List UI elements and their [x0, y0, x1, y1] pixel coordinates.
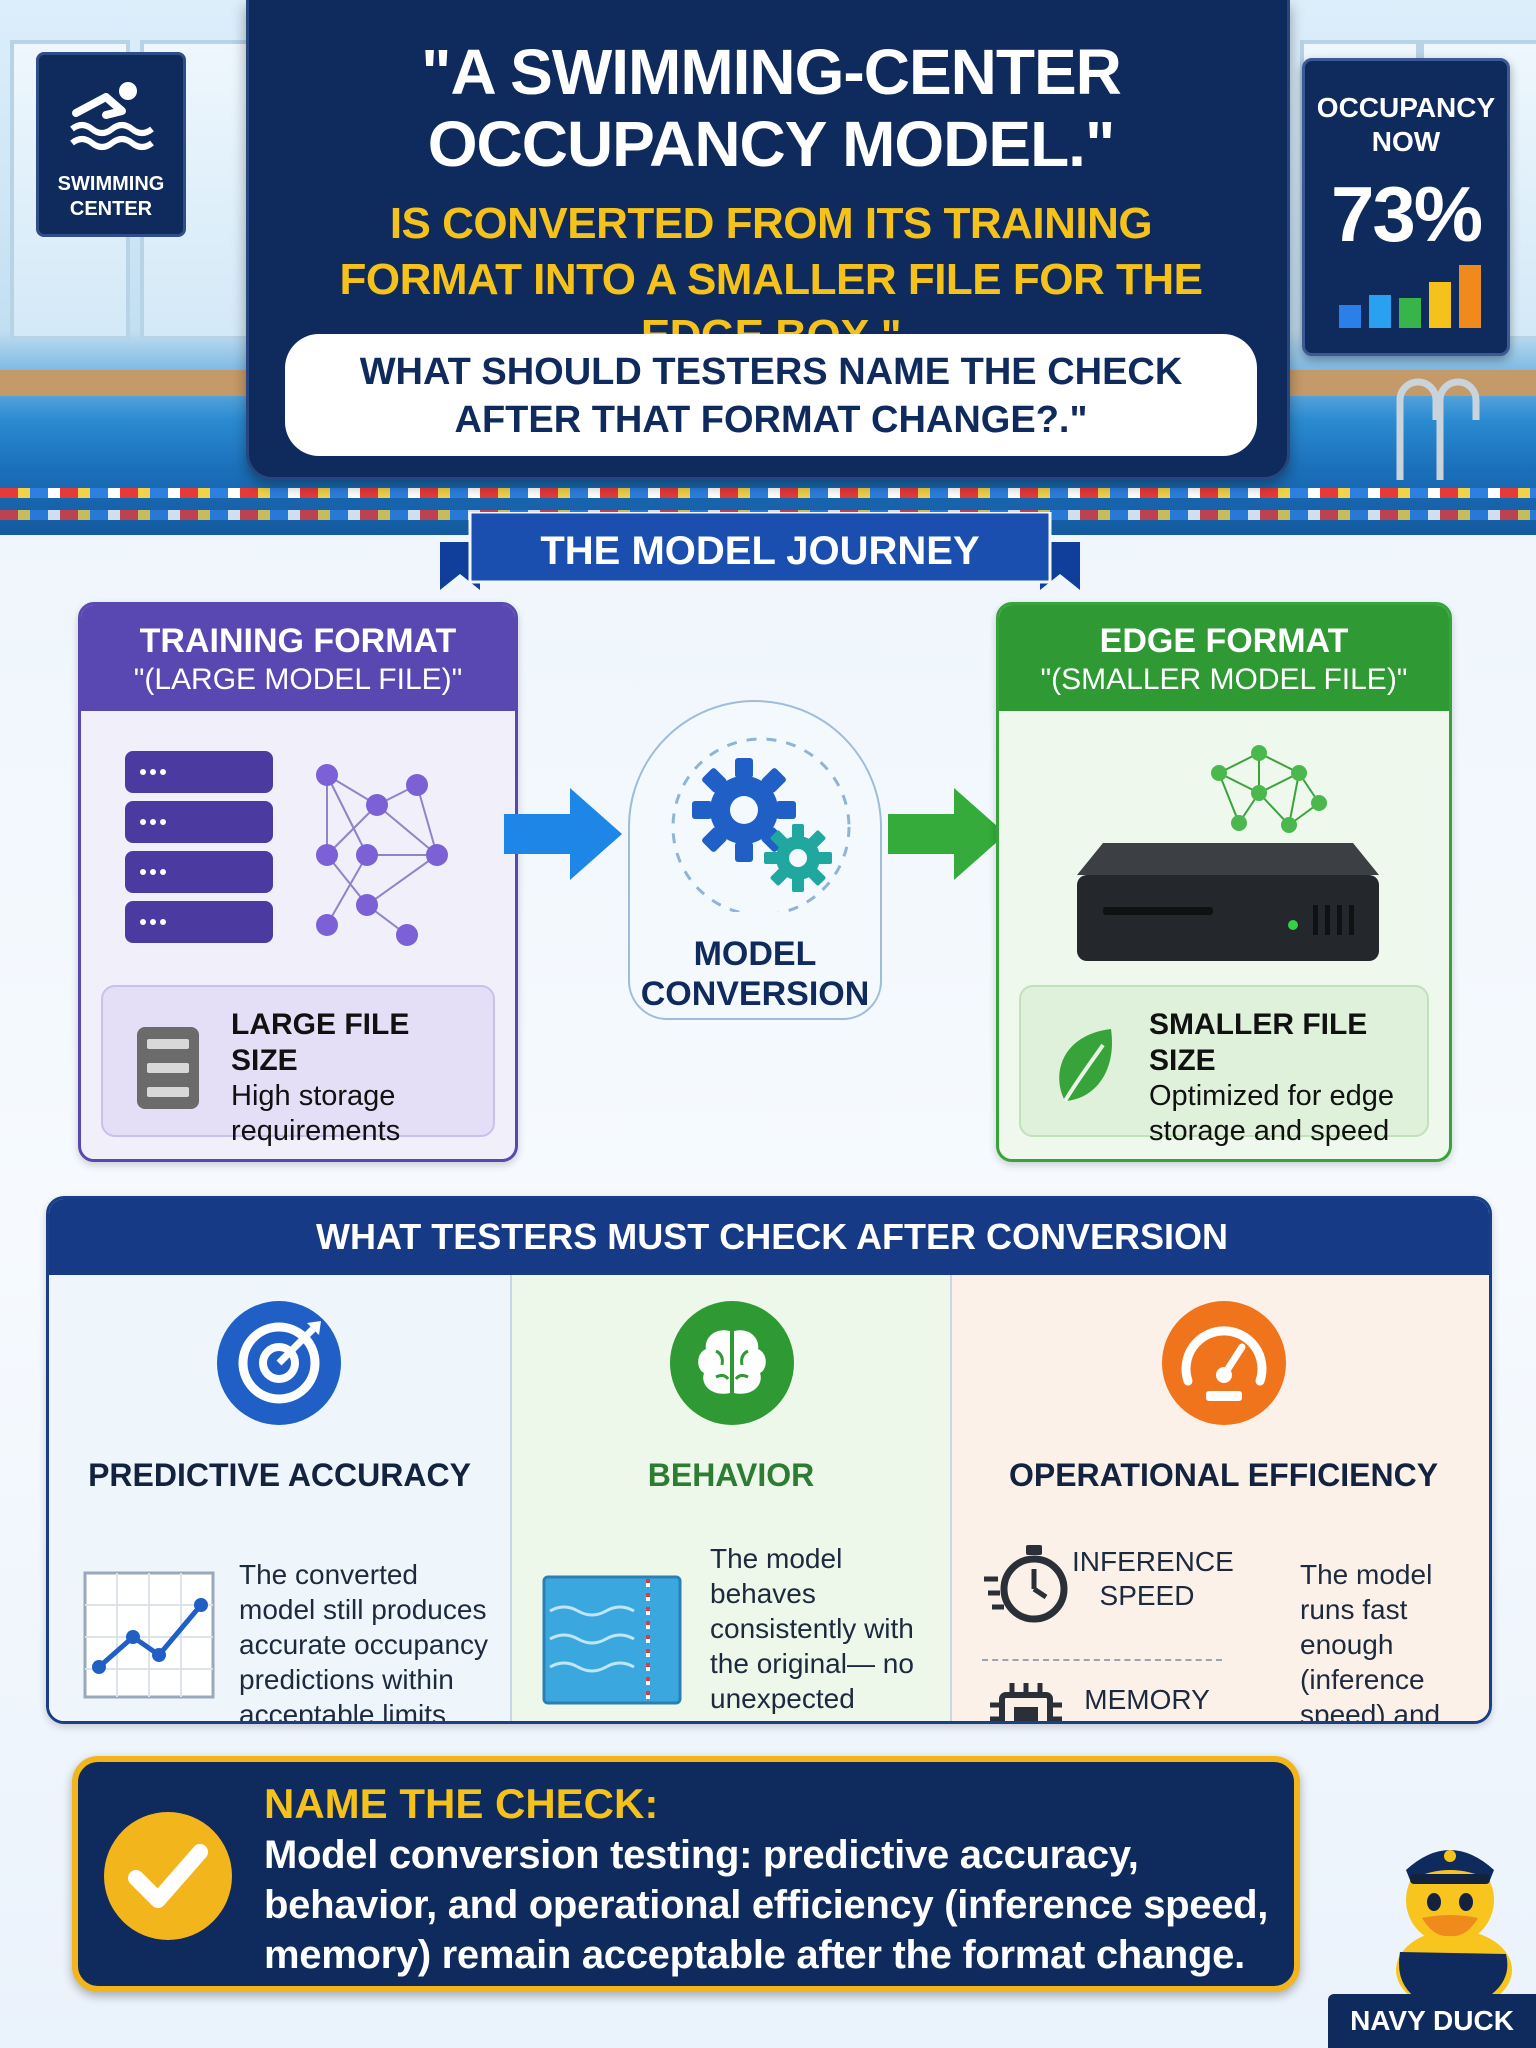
occupancy-bar — [1339, 305, 1361, 328]
badge-label: SWIMMING CENTER — [57, 173, 165, 220]
card-title: TRAINING FORMAT — [139, 622, 457, 660]
pool-water-icon — [542, 1575, 682, 1705]
checks-section: WHAT TESTERS MUST CHECK AFTER CONVERSION… — [46, 1196, 1492, 1724]
edge-box-device-icon — [1077, 843, 1379, 961]
smaller-file-size-box: SMALLER FILE SIZE Optimized for edge sto… — [1019, 985, 1429, 1147]
operational-efficiency-column: OPERATIONAL EFFICIENCY INFERENCE SPEED M… — [950, 1275, 1489, 1724]
column-title: PREDICTIVE ACCURACY — [88, 1457, 471, 1493]
page-title: "A SWIMMING-CENTER OCCUPANCY MODEL." — [421, 36, 1122, 180]
answer-title: NAME THE CHECK: — [264, 1780, 659, 1827]
mascot-label: NAVY DUCK — [1328, 1994, 1536, 2048]
card-subtitle: "(SMALLER MODEL FILE)" — [1040, 663, 1408, 696]
info-text: Optimized for edge storage and speed — [1149, 1080, 1395, 1147]
card-header: TRAINING FORMAT "(LARGE MODEL FILE)" — [81, 605, 515, 711]
occupancy-label: OCCUPANCY NOW — [1316, 92, 1496, 157]
training-format-card: TRAINING FORMAT "(LARGE MODEL FILE)" — [78, 602, 518, 1162]
section-ribbon — [440, 512, 1080, 590]
occupancy-bar — [1369, 295, 1391, 328]
swimming-center-badge: SWIMMING CENTER — [36, 52, 186, 237]
memory-usage-label: MEMORY USAGE — [1084, 1684, 1210, 1721]
column-text: The model behaves consistently with the … — [710, 1543, 945, 1721]
speedometer-icon — [1162, 1301, 1286, 1425]
info-title: LARGE FILE SIZE — [231, 1008, 410, 1077]
column-title: OPERATIONAL EFFICIENCY — [1008, 1457, 1439, 1493]
stopwatch-icon — [984, 1545, 1068, 1623]
leaf-icon — [1059, 1029, 1112, 1103]
question-box: WHAT SHOULD TESTERS NAME THE CHECK AFTER… — [285, 334, 1257, 456]
divider — [982, 1659, 1222, 1661]
occupancy-badge: OCCUPANCY NOW 73% — [1302, 58, 1510, 356]
column-title: BEHAVIOR — [647, 1457, 815, 1493]
occupancy-bar — [1459, 265, 1481, 328]
brain-icon — [670, 1301, 794, 1425]
occupancy-bar — [1399, 298, 1421, 328]
duck-mascot-icon — [1396, 1850, 1512, 2010]
edge-format-card: EDGE FORMAT "(SMALLER MODEL FILE)" SMALL… — [996, 602, 1452, 1162]
inference-speed-label: INFERENCE SPEED — [1072, 1546, 1234, 1611]
lane-rope — [0, 488, 1536, 498]
arrow-right-icon — [888, 788, 1006, 880]
pool-ladder-icon — [1396, 378, 1480, 480]
occupancy-bar — [1429, 282, 1451, 328]
model-conversion-panel — [628, 700, 882, 1020]
card-header: EDGE FORMAT "(SMALLER MODEL FILE)" — [999, 605, 1449, 711]
title-panel: "A SWIMMING-CENTER OCCUPANCY MODEL." IS … — [246, 0, 1290, 480]
gears-icon — [671, 737, 851, 912]
occupancy-value: 73% — [1330, 170, 1483, 258]
memory-chip-icon — [990, 1683, 1062, 1721]
conversion-label: MODEL CONVERSION — [640, 935, 870, 1013]
large-file-size-box: LARGE FILE SIZE High storage requirement… — [101, 985, 495, 1147]
bar-chart-icon — [1339, 265, 1481, 328]
card-title: EDGE FORMAT — [1099, 622, 1349, 660]
answer-panel: NAME THE CHECK: Model conversion testing… — [72, 1756, 1300, 1992]
server-stack-icon — [125, 751, 448, 946]
checks-heading: WHAT TESTERS MUST CHECK AFTER CONVERSION — [49, 1199, 1489, 1275]
arrow-right-icon — [504, 788, 622, 880]
info-title: SMALLER FILE SIZE — [1149, 1008, 1368, 1077]
target-icon — [217, 1301, 341, 1425]
behavior-column: BEHAVIOR The model behaves consistently … — [510, 1275, 950, 1721]
column-text: The model runs fast enough (inference sp… — [1300, 1559, 1441, 1724]
answer-body: Model conversion testing: predictive acc… — [264, 1833, 1269, 1977]
checkmark-icon — [104, 1812, 232, 1940]
line-graph-icon — [83, 1571, 215, 1699]
swimmer-icon — [70, 82, 154, 150]
ribbon-label: THE MODEL JOURNEY — [540, 529, 980, 573]
card-subtitle: "(LARGE MODEL FILE)" — [133, 663, 463, 696]
column-text: The converted model still produces accur… — [239, 1559, 489, 1724]
file-cabinet-icon — [137, 1027, 199, 1109]
predictive-accuracy-column: PREDICTIVE ACCURACY The converted model … — [49, 1275, 510, 1724]
info-text: High storage requirements — [231, 1080, 401, 1147]
neural-network-icon — [1211, 745, 1327, 833]
